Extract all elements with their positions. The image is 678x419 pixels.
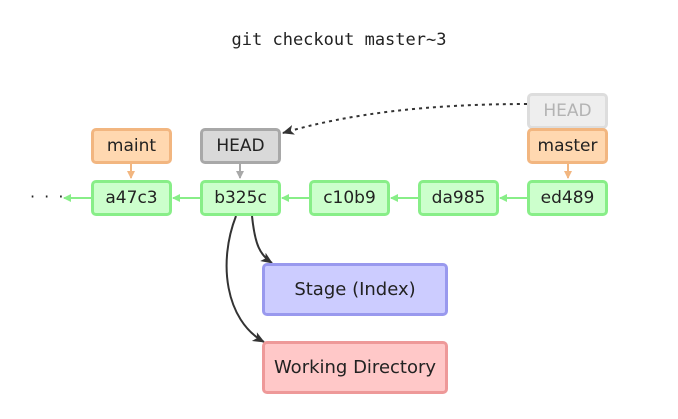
commit-a47c3: a47c3 (91, 180, 172, 216)
history-ellipsis: · · · (30, 187, 66, 206)
commit-ed489: ed489 (527, 180, 608, 216)
commit-da985: da985 (418, 180, 499, 216)
commit-b325c: b325c (200, 180, 281, 216)
branch-master: master (527, 128, 608, 164)
edge-b325c-to-wd (225, 215, 265, 343)
command-title: git checkout master~3 (231, 30, 447, 50)
working-directory-box: Working Directory (262, 341, 448, 394)
head-ref: HEAD (200, 128, 281, 164)
branch-maint: maint (91, 128, 172, 164)
edge-b325c-to-stage (251, 215, 273, 264)
head-ref-previous: HEAD (527, 93, 608, 129)
edge-head-move (282, 103, 528, 135)
stage-index-box: Stage (Index) (262, 263, 448, 316)
commit-c10b9: c10b9 (309, 180, 390, 216)
